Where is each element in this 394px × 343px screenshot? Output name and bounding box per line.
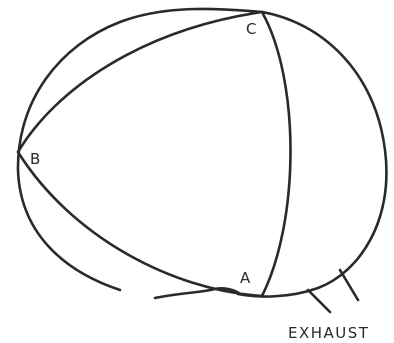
housing-upper-arc (16, 7, 388, 298)
rotor-side-ca (260, 10, 292, 298)
housing-lower-left-arc (153, 287, 242, 300)
vertex-label-a: A (240, 269, 251, 287)
housing-outline (16, 7, 388, 300)
exhaust-caption: EXHAUST (288, 324, 369, 342)
rotor-side-bc (16, 10, 264, 154)
rotor-side-ab (16, 150, 264, 298)
exhaust-port-right-wall (338, 268, 360, 302)
vertex-label-b: B (30, 150, 40, 168)
vertex-label-c: C (246, 20, 256, 38)
exhaust-port (306, 268, 360, 314)
rotor-triangle (16, 10, 292, 298)
exhaust-port-left-wall (306, 288, 332, 314)
